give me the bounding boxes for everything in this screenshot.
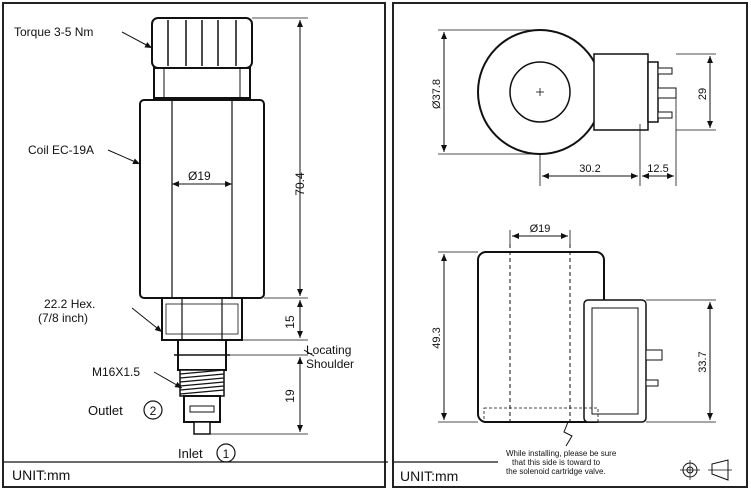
right-unit-label: UNIT:mm — [400, 468, 458, 484]
hex-nut — [161, 297, 243, 341]
coil-drawing: Ø37.8 29 30.2 12.5 Ø19 49.3 33.7 While i… — [394, 29, 732, 484]
dimension-lines — [210, 17, 308, 435]
connector-side-height-dimension: 33.7 — [697, 351, 709, 372]
inlet-port-label: Inlet — [178, 446, 203, 461]
cartridge-tip — [183, 395, 221, 435]
installation-note-line3: the solenoid cartridge valve. — [506, 467, 606, 476]
outlet-port-number: 2 — [150, 404, 157, 418]
left-unit-label: UNIT:mm — [12, 467, 70, 483]
right-drawing-panel: Ø37.8 29 30.2 12.5 Ø19 49.3 33.7 While i… — [392, 2, 748, 488]
thread-size-label: M16X1.5 — [92, 365, 140, 379]
coil-model-label: Coil EC-19A — [28, 143, 94, 157]
cartridge-valve-drawing: Torque 3-5 Nm Coil EC-19A Ø19 70.4 22.2 … — [4, 17, 388, 483]
inlet-port-number: 1 — [223, 447, 230, 461]
knurled-nut — [151, 17, 253, 99]
coil-outer-diameter-dimension: Ø37.8 — [431, 79, 443, 109]
locating-shoulder-body — [174, 339, 230, 371]
coil-body — [139, 99, 265, 299]
thread-section — [179, 369, 225, 397]
coil-bore-diameter-label: Ø19 — [188, 169, 211, 183]
locating-shoulder-label-line1: Locating — [306, 343, 351, 357]
locating-shoulder-label-line2: Shoulder — [306, 357, 354, 371]
outlet-port-label: Outlet — [88, 403, 123, 418]
hex-size-inch-label: (7/8 inch) — [38, 311, 88, 325]
hex-size-label: 22.2 Hex. — [44, 297, 95, 311]
coil-top-view — [477, 29, 677, 155]
coil-side-view — [477, 244, 663, 447]
connector-width-dimension: 12.5 — [647, 163, 668, 175]
projection-symbol-icon — [680, 459, 732, 481]
tip-length-dimension: 19 — [283, 389, 297, 403]
coil-width-dimension: 30.2 — [579, 163, 600, 175]
left-drawing-panel: Torque 3-5 Nm Coil EC-19A Ø19 70.4 22.2 … — [2, 2, 388, 488]
installation-note-line2: that this side is toward to — [512, 458, 601, 467]
hex-height-dimension: 15 — [283, 315, 297, 329]
coil-height-dimension: 49.3 — [431, 327, 443, 348]
installation-note-line1: While installing, please be sure — [506, 449, 617, 458]
torque-label: Torque 3-5 Nm — [14, 25, 93, 39]
connector-height-dimension: 29 — [697, 88, 709, 100]
coil-bore-diameter-dimension: Ø19 — [530, 223, 551, 235]
outlet-port-number-circle — [143, 400, 163, 420]
overall-length-dimension: 70.4 — [293, 172, 307, 196]
